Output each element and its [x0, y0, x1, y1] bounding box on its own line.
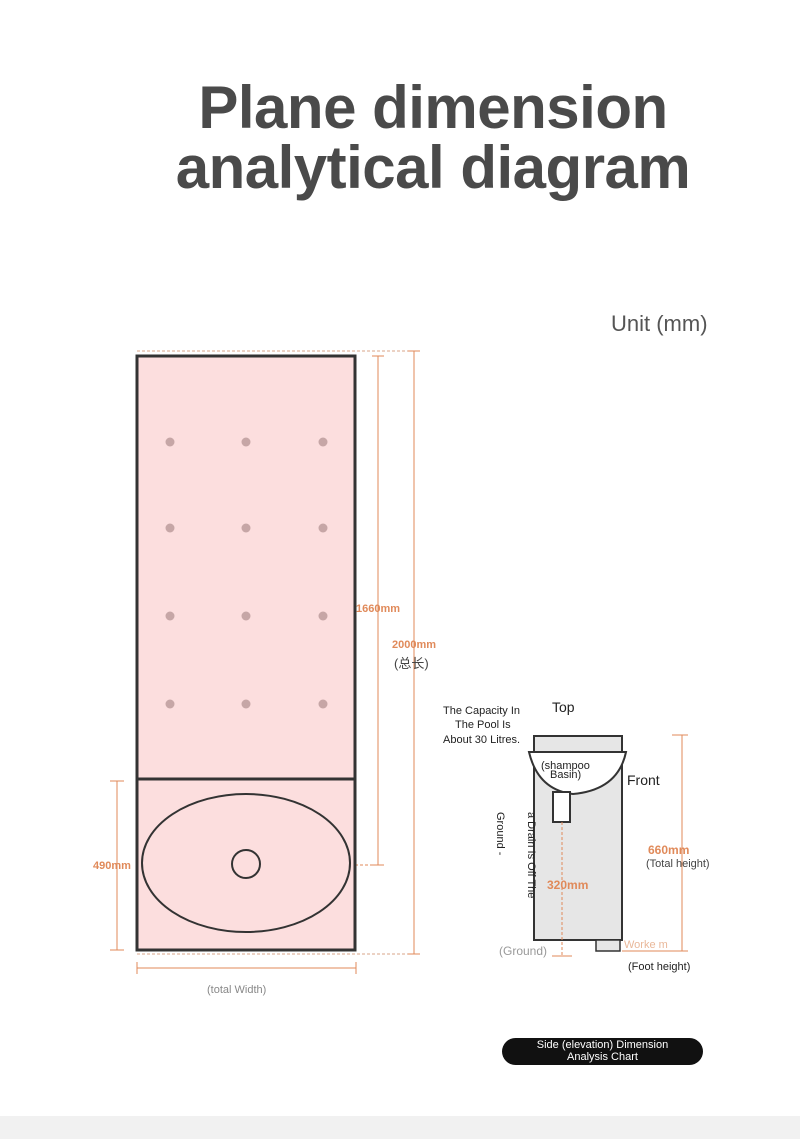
badge-line1: Side (elevation) Dimension: [536, 1039, 669, 1051]
plan-view: 1660mm 2000mm (总长) 490mm (total Width): [93, 350, 436, 996]
basin-drain-pipe: [552, 791, 571, 823]
ground-vertical-label: Ground -: [494, 812, 506, 856]
dim-2000-label: 2000mm: [392, 639, 436, 651]
basin-label-line1: (shampoo: [541, 760, 590, 772]
page-title-line1: Plane dimension: [198, 74, 668, 141]
capacity-line1: The Capacity In: [443, 705, 520, 717]
drain-hole: [231, 849, 261, 879]
massage-dot: [241, 699, 251, 709]
badge-line2: Analysis Chart: [567, 1051, 638, 1063]
total-height-label: (Total height): [646, 858, 710, 870]
massage-dot: [165, 611, 175, 621]
massage-dot: [318, 437, 328, 447]
basin-bowl: [527, 751, 628, 796]
dim-320-label: 320mm: [547, 878, 588, 892]
massage-dot-grid: [165, 437, 328, 709]
width-label: (total Width): [207, 984, 266, 996]
basin-label-line2: Basin): [550, 769, 581, 781]
massage-dot: [318, 699, 328, 709]
massage-dot: [241, 523, 251, 533]
foot-height-label: (Foot height): [628, 961, 690, 973]
foot-dim-label: Worke m: [624, 939, 668, 951]
ground-label: (Ground): [499, 944, 547, 958]
massage-dot: [165, 699, 175, 709]
drain-vertical-label: a Drain Is Off The: [525, 812, 537, 898]
cabinet-foot: [595, 939, 621, 952]
page-title-line2: analytical diagram: [175, 134, 691, 201]
dim-660-label: 660mm: [648, 843, 689, 857]
dim-2000-note: (总长): [394, 656, 429, 671]
side-view: 320mm 660mm (Total height) The Capacity …: [443, 699, 710, 973]
massage-dot: [165, 437, 175, 447]
massage-dot: [165, 523, 175, 533]
dim-1660-label: 1660mm: [356, 603, 400, 615]
top-label: Top: [552, 699, 575, 715]
capacity-line3: About 30 Litres.: [443, 734, 520, 746]
side-elevation-badge: Side (elevation) Dimension Analysis Char…: [502, 1038, 703, 1065]
massage-dot: [241, 611, 251, 621]
massage-dot: [241, 437, 251, 447]
bottom-band: [0, 1116, 800, 1139]
massage-dot: [318, 523, 328, 533]
capacity-line2: The Pool Is: [455, 719, 511, 731]
page-title: Plane dimension analytical diagram: [0, 78, 800, 198]
dim-490-label: 490mm: [93, 860, 131, 872]
front-label: Front: [627, 772, 660, 788]
unit-label: Unit (mm): [611, 311, 708, 336]
massage-dot: [318, 611, 328, 621]
